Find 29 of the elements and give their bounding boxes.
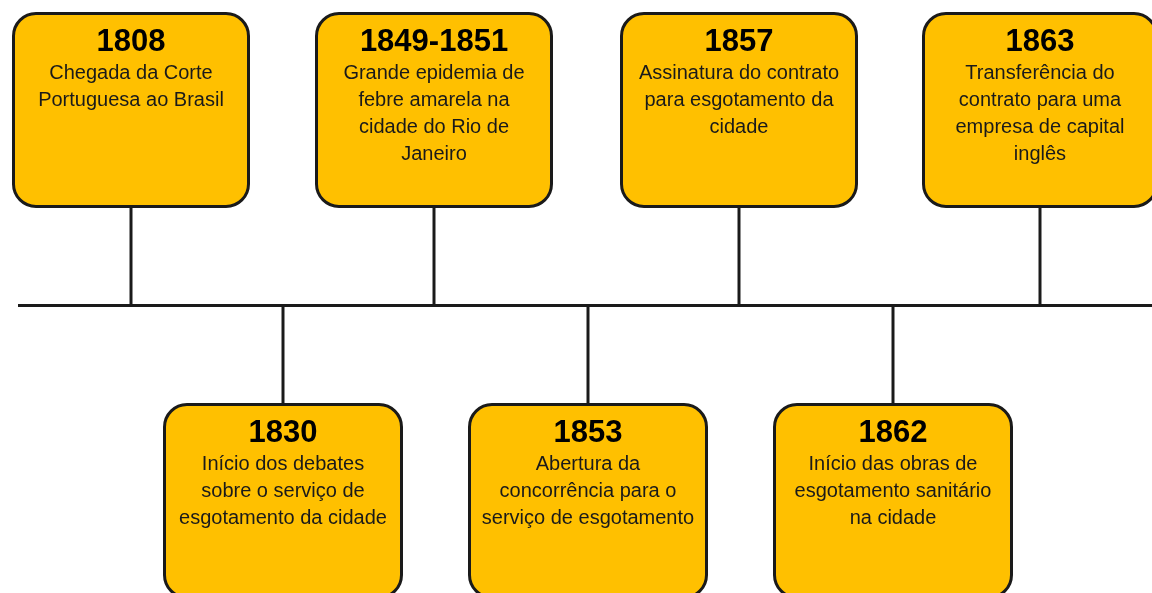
event-description: Chegada da Corte Portuguesa ao Brasil xyxy=(37,60,225,112)
connector-line xyxy=(1038,208,1042,304)
event-description: Início das obras de esgotamento sanitário na cidade xyxy=(793,451,993,530)
year-heading: 1849-1851 xyxy=(359,23,509,59)
connector-line xyxy=(737,208,741,304)
event-description: Abertura da concorrência para o serviço de esgotamento xyxy=(481,451,695,530)
event-box xyxy=(468,403,708,593)
year-heading: 1863 xyxy=(1005,23,1075,59)
event-box xyxy=(922,12,1152,208)
event-description: Início dos debates sobre o serviço de esgotamento da cidade xyxy=(178,451,388,530)
year-heading: 1808 xyxy=(96,23,166,59)
connector-line xyxy=(281,307,285,403)
event-box xyxy=(163,403,403,593)
year-heading: 1857 xyxy=(704,23,774,59)
connector-line xyxy=(891,307,895,403)
event-description: Assinatura do contrato para esgotamento da cidade xyxy=(637,60,841,139)
event-box xyxy=(12,12,250,208)
year-heading: 1862 xyxy=(858,414,928,450)
event-description: Grande epidemia de febre amarela na cidade do Rio de Janeiro xyxy=(342,60,526,166)
year-heading: 1853 xyxy=(553,414,623,450)
event-box xyxy=(315,12,553,208)
connector-line xyxy=(586,307,590,403)
timeline-bar xyxy=(18,304,1152,307)
event-box xyxy=(620,12,858,208)
event-description: Transferência do contrato para uma empresa de capital inglês xyxy=(954,60,1126,166)
connector-line xyxy=(129,208,133,304)
connector-line xyxy=(432,208,436,304)
year-heading: 1830 xyxy=(248,414,318,450)
event-box xyxy=(773,403,1013,593)
